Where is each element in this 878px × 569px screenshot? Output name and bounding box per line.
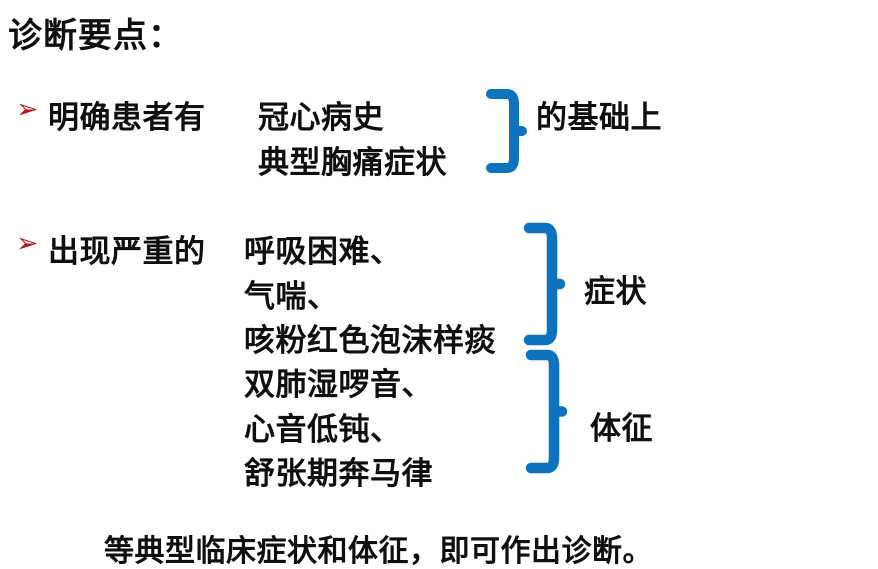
bullet1-suffix: 的基础上: [536, 100, 662, 135]
bullet1-lead: 明确患者有: [48, 100, 206, 135]
brace-signs-icon: [524, 348, 568, 475]
brace-symptoms-icon: [522, 221, 566, 347]
bullet2-lead: 出现严重的: [48, 234, 206, 269]
condition-item: 典型胸痛症状: [258, 145, 447, 180]
symptom-list: 呼吸困难、 气喘、 咳粉红色泡沫样痰: [244, 226, 496, 360]
slide-title: 诊断要点：: [8, 17, 183, 55]
sign-list: 双肺湿啰音、 心音低钝、 舒张期奔马律: [244, 359, 433, 493]
symptom-label: 症状: [584, 274, 647, 309]
sign-label: 体征: [590, 411, 653, 446]
condition-item: 冠心病史: [258, 100, 384, 135]
symptom-item: 气喘、: [244, 278, 339, 314]
symptom-item: 呼吸困难、: [244, 234, 402, 269]
bullet1-conditions: 冠心病史 典型胸痛症状: [258, 92, 447, 182]
sign-item: 舒张期奔马律: [244, 456, 433, 491]
symptom-item: 咳粉红色泡沫样痰: [244, 323, 496, 358]
sign-item: 双肺湿啰音、: [244, 367, 433, 402]
conclusion-text: 等典型临床症状和体征，即可作出诊断。: [104, 535, 653, 568]
sign-item: 心音低钝、: [244, 411, 402, 447]
brace-basis-icon: [484, 88, 528, 174]
bullet-arrow-icon: ➢: [16, 94, 39, 124]
bullet-arrow-icon: ➢: [16, 228, 39, 258]
